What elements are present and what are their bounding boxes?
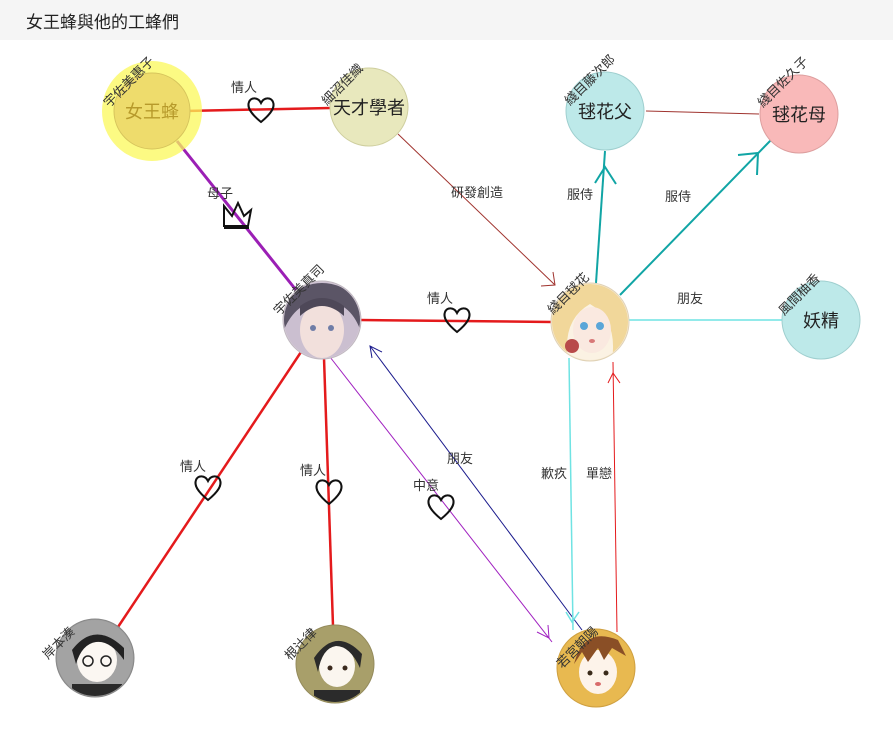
node-mother[interactable]: 毬花母 綫目佐久子 xyxy=(755,54,839,154)
portrait-icon xyxy=(284,282,360,358)
edge-symbols xyxy=(194,97,471,520)
edge-label-mashi-marika: 情人 xyxy=(427,292,453,307)
arrow-marika-mother xyxy=(737,151,760,176)
portrait-icon xyxy=(57,620,133,696)
edge-label-queen-mashi: 母子 xyxy=(207,187,233,202)
portrait-icon xyxy=(558,630,634,706)
edge-label-marika-wakamiya: 歉疚 xyxy=(541,467,567,482)
page-title: 女王蜂與他的工蜂們 xyxy=(26,13,179,33)
edge-label-marika-fairy: 朋友 xyxy=(677,291,703,307)
node-scholar-text: 天才學者 xyxy=(333,98,405,119)
edge-wakamiya-mashi xyxy=(369,345,583,631)
node-father[interactable]: 毬花父 綫目藤次郎 xyxy=(562,52,645,151)
node-marika[interactable]: 綫目毬花 xyxy=(545,270,630,362)
edge-label-wakamiya-marika: 單戀 xyxy=(586,466,612,482)
edge-father-mother xyxy=(645,110,760,115)
portrait-icon xyxy=(297,626,373,702)
edge-label-mashi-netsuji: 情人 xyxy=(300,464,326,479)
edge-label-marika-mother: 服侍 xyxy=(665,190,691,205)
edge-label-mashi-kishimoto: 情人 xyxy=(180,460,206,475)
edge-mashi-netsuji xyxy=(322,357,335,627)
arrow-marika-wakamiya xyxy=(565,611,580,624)
edge-queen-scholar xyxy=(184,106,331,113)
edge-label-queen-scholar: 情人 xyxy=(231,81,257,96)
node-queen[interactable]: 女王蜂 宇佐美惠子 xyxy=(101,54,202,161)
edge-wakamiya-marika xyxy=(612,361,618,633)
arrow-scholar-marika xyxy=(540,271,556,287)
edge-label-marika-father: 服侍 xyxy=(567,188,593,203)
node-netsuji[interactable]: 根辻律 xyxy=(282,624,375,704)
heart-icon xyxy=(427,494,455,520)
edge-queen-mashi xyxy=(175,140,298,291)
edge-mashi-kishimoto xyxy=(116,351,303,628)
arrow-mashi-wakamiya xyxy=(536,624,550,639)
edge-scholar-marika xyxy=(397,133,556,286)
arrow-marika-father xyxy=(594,165,617,185)
node-kishimoto[interactable]: 岸本湊 xyxy=(40,618,135,704)
node-mother-text: 毬花母 xyxy=(772,105,826,126)
node-queen-text: 女王蜂 xyxy=(125,102,179,123)
page-header: 女王蜂與他的工蜂們 xyxy=(0,0,893,40)
node-fairy[interactable]: 妖精 風間柚香 xyxy=(776,271,861,360)
edge-mashi-marika xyxy=(359,318,553,324)
arrow-wakamiya-mashi xyxy=(369,345,383,359)
edge-label-mashi-wakamiya: 中意 xyxy=(413,478,439,494)
edge-label-scholar-marika: 研發創造 xyxy=(451,186,503,201)
portrait-icon xyxy=(552,284,628,360)
crown-icon xyxy=(223,200,253,229)
edge-labels: 情人 母子 研發創造 服侍 服侍 情人 朋友 情人 情人 中意 朋友 歉疚 單戀 xyxy=(180,81,703,494)
arrow-wakamiya-marika xyxy=(607,372,621,384)
node-father-text: 毬花父 xyxy=(578,102,632,123)
edge-marika-mother xyxy=(619,139,772,296)
node-wakamiya[interactable]: 若宮朝陽 xyxy=(554,624,636,708)
edge-label-wakamiya-mashi: 朋友 xyxy=(447,451,473,467)
edge-marika-father xyxy=(595,150,606,284)
node-scholar[interactable]: 天才學者 細沼佳織 xyxy=(319,61,409,147)
node-fairy-text: 妖精 xyxy=(803,311,839,332)
edge-marika-wakamiya xyxy=(568,357,574,631)
edges xyxy=(116,106,782,643)
